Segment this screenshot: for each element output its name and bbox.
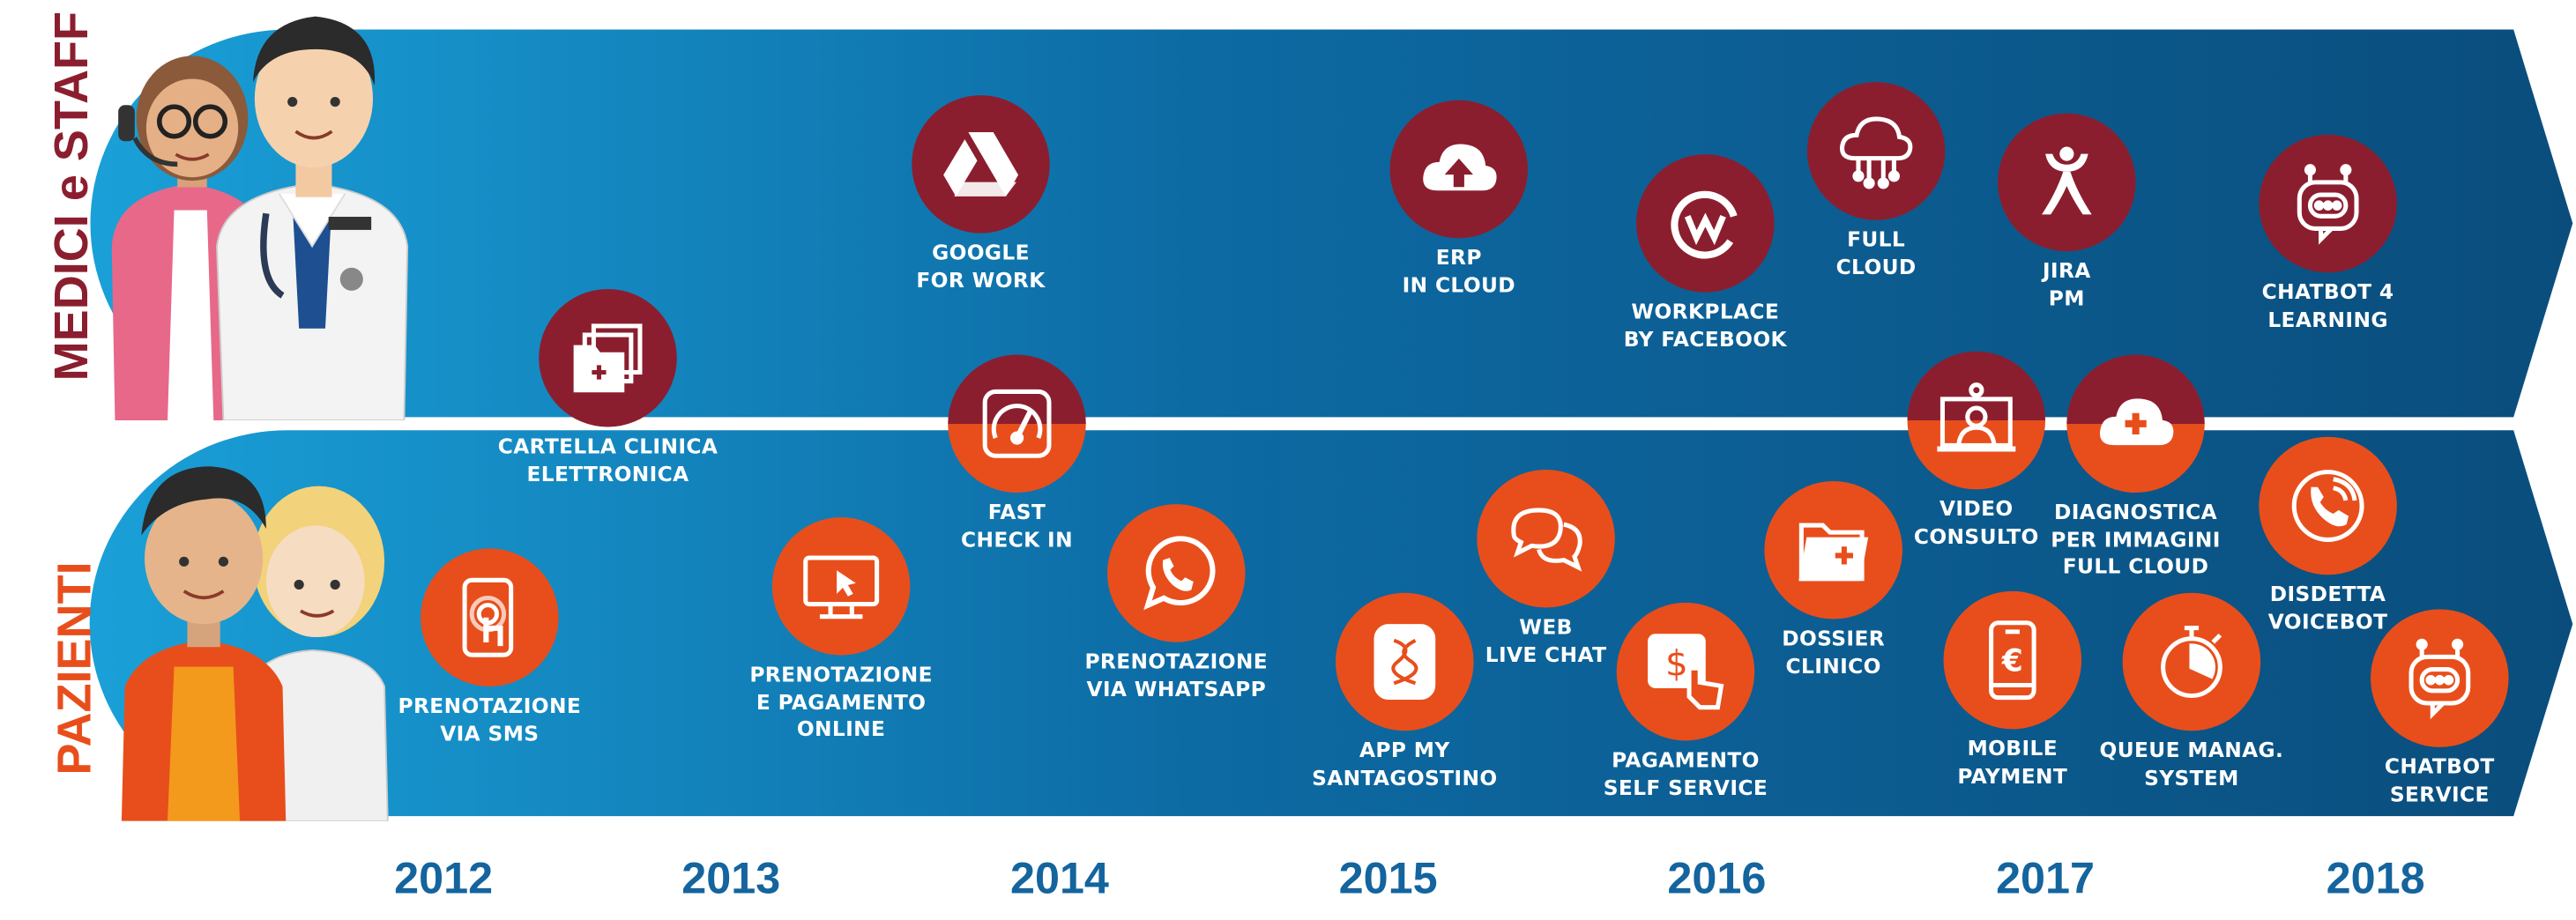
year-label: 2015 [1338,854,1438,903]
year-label: 2012 [394,854,494,903]
medical-folder-icon [1764,481,1902,620]
patient-band [89,430,2573,817]
whatsapp-icon [1106,504,1246,642]
patients-section-label: PAZIENTI [48,561,102,775]
svg-text:€: € [2001,643,2023,679]
video-call-icon [1907,351,2046,490]
speedometer-icon [948,354,1086,493]
year-label: 2017 [1996,854,2096,903]
year-label: 2014 [1009,854,1109,903]
google-drive-icon [912,95,1050,234]
year-label: 2018 [2326,854,2425,903]
chatbot-icon [2259,134,2397,273]
cloud-upload-icon [1389,100,1529,239]
workplace-icon [1636,154,1775,293]
svg-text:$: $ [1665,642,1688,684]
year-label: 2016 [1667,854,1767,903]
jira-icon [1998,113,2136,252]
man-patient [121,466,287,821]
stopwatch-icon [2122,592,2261,731]
app-logo-icon [1336,592,1474,731]
staff-illustration [111,16,409,421]
staff-band [90,29,2573,418]
year-label: 2013 [681,854,781,903]
patient-illustration [121,466,389,821]
medical-cloud-icon [2066,354,2205,493]
chat-bubbles-icon [1477,469,1615,608]
phone-touch-icon [421,548,559,686]
chatbot-icon [2371,609,2509,747]
phone-call-icon [2259,436,2397,575]
payment-touch-icon: $ [1616,602,1755,741]
monitor-icon [771,517,911,656]
cloud-network-icon [1806,82,1946,220]
node-label: QUEUE MANAG.SYSTEM [2099,737,2284,790]
staff-section-label: MEDICI e STAFF [46,11,99,382]
mobile-euro-icon: € [1943,590,2082,730]
folders-icon [539,288,677,427]
doctor [216,16,409,421]
